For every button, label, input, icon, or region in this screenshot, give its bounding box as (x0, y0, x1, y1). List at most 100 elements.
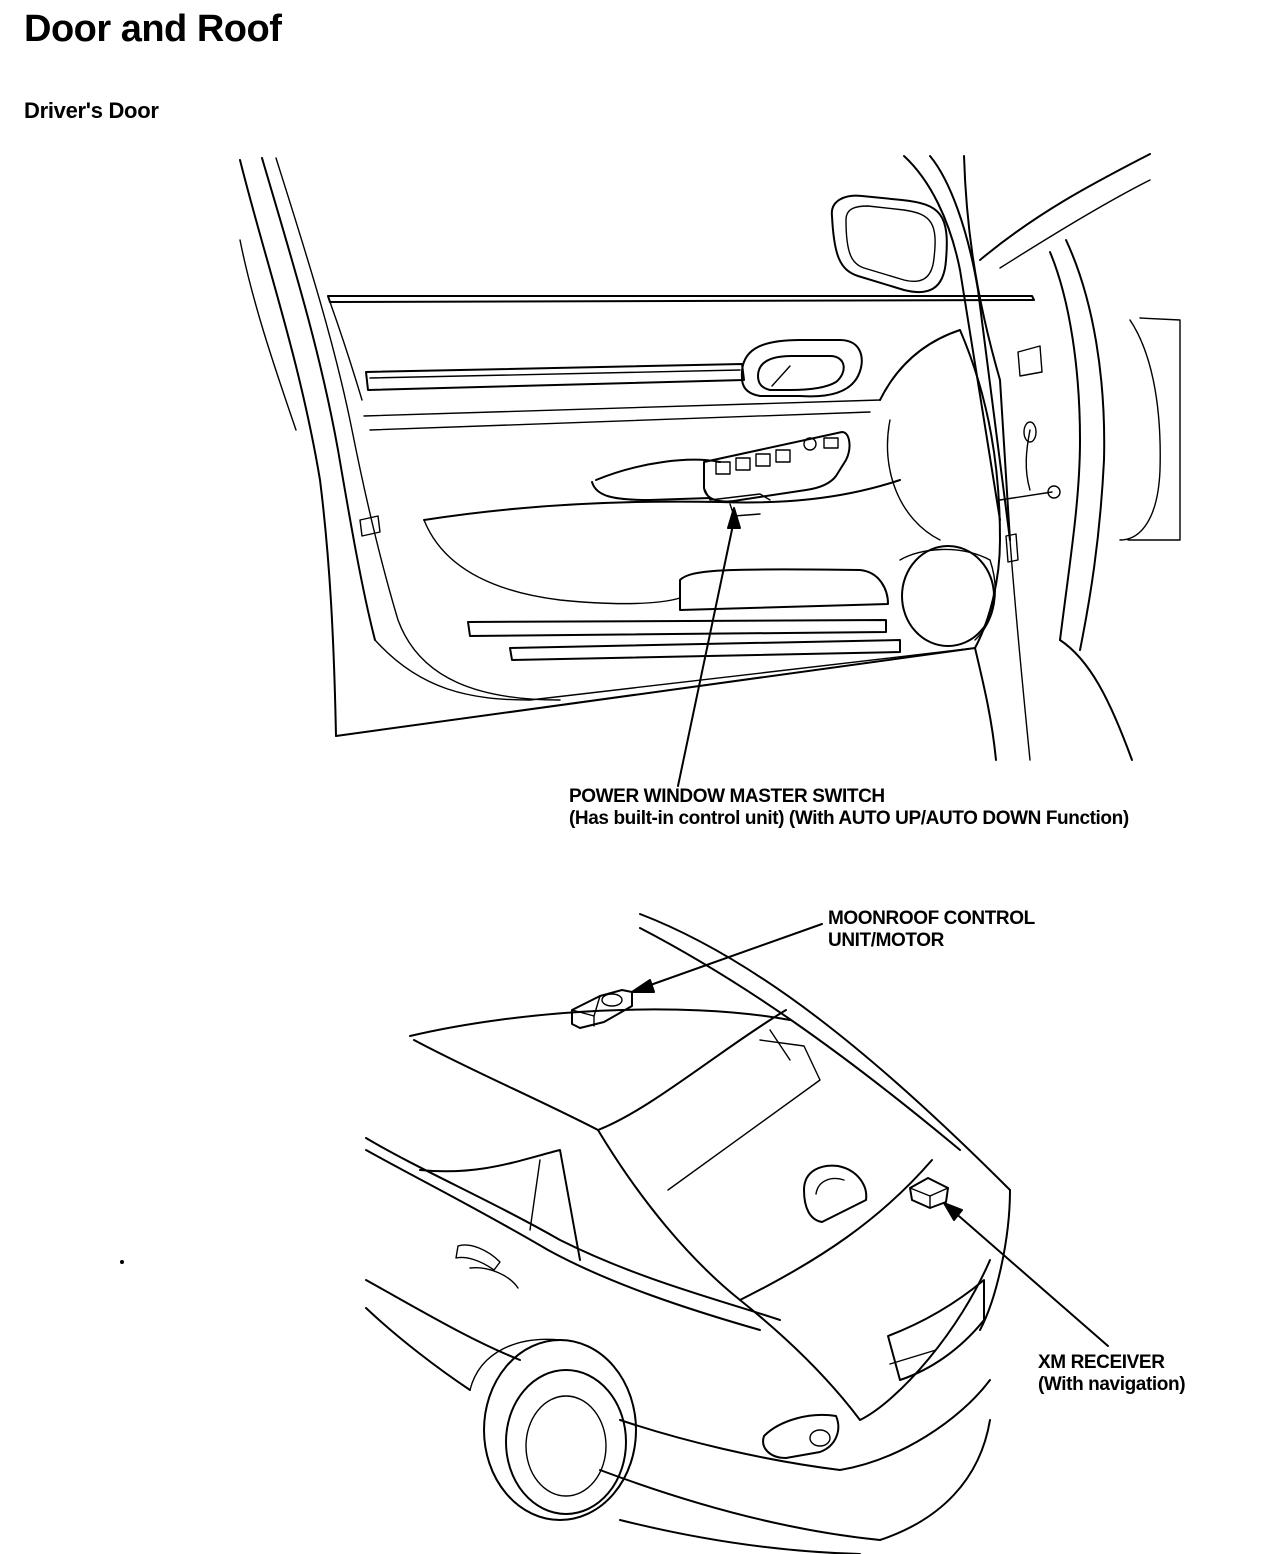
door-pocket (679, 568, 889, 611)
section-title: Driver's Door (24, 98, 159, 123)
roof-left-edge (413, 1039, 599, 1131)
power-window-master-switch-label: POWER WINDOW MASTER SWITCH (Has built-in… (569, 786, 1129, 830)
body-roof-line (979, 153, 1151, 261)
lower-hinge (1005, 533, 1019, 563)
body-lower-side (365, 1307, 471, 1391)
rear-bumper-lower (619, 1519, 861, 1554)
tail-light-right-inner (889, 1349, 937, 1365)
body-side-belt (365, 1149, 761, 1331)
door-bottom (335, 647, 976, 737)
rear-wheel-tire (505, 1369, 627, 1515)
door-clip (359, 515, 381, 537)
speaker-surround (899, 548, 996, 641)
windshield-top (409, 1008, 791, 1037)
door-check-wire (999, 491, 1053, 501)
power-window-label-line2: (Has built-in control unit) (With AUTO U… (569, 808, 1129, 829)
lock-switch (823, 437, 839, 449)
wire-harness (1025, 429, 1031, 491)
driver-door-illustration (239, 153, 1181, 761)
rear-glass-lower (597, 1129, 933, 1301)
roof-outer-line (639, 913, 1011, 1191)
door-bottom-inner (374, 639, 976, 701)
rear-door-handle-recess (469, 1267, 519, 1289)
xm-receiver-label: XM RECEIVER (With navigation) (1038, 1352, 1186, 1396)
moonroof-motor-gear (601, 993, 623, 1007)
a-pillar-3 (963, 155, 1011, 541)
bottom-trim-strip (509, 639, 901, 661)
xm-receiver-top (909, 1187, 949, 1197)
upper-trim-strip-inner (369, 369, 741, 379)
mirror-knob (803, 437, 817, 451)
door-panel-front-edge (879, 329, 1001, 649)
door-handle-lever (771, 365, 791, 387)
seat-edge (1127, 317, 1181, 541)
rear-door-line (365, 1279, 521, 1361)
window-switch-1 (715, 461, 731, 475)
door-hinge-line-2 (1009, 539, 1031, 761)
xm-receiver-arrowhead (943, 1202, 963, 1221)
door-frame-inner (261, 157, 376, 641)
armrest-top (595, 458, 721, 481)
page-title: Door and Roof (24, 8, 282, 50)
rear-brake-light (803, 1164, 868, 1223)
wire-grommet (1023, 421, 1037, 443)
mid-trim-line-2 (369, 411, 871, 431)
scan-dot (120, 1260, 124, 1264)
rear-glass-outline (597, 1009, 787, 1131)
c-pillar (529, 1159, 541, 1231)
rear-bumper-top (619, 1379, 991, 1471)
rear-door-handle (455, 1244, 501, 1271)
moonroof-arrowhead (631, 979, 655, 993)
rear-fender (469, 1338, 561, 1391)
side-mirror-inner (845, 205, 936, 283)
tail-light-right (887, 1279, 985, 1381)
sunroof-line (667, 1039, 821, 1191)
body-roof-line-2 (999, 179, 1151, 269)
b-pillar-inner (1065, 239, 1106, 651)
roof-inner-line (639, 927, 961, 1151)
sunroof-line-2 (769, 1029, 791, 1061)
rear-wheel-rim (525, 1395, 607, 1497)
power-window-arrowhead (727, 507, 741, 529)
window-switch-4 (775, 449, 791, 463)
door-frame-edge (239, 239, 297, 431)
door-sill-right (1059, 639, 1133, 761)
window-switch-2 (735, 457, 751, 471)
window-sill (327, 295, 1035, 303)
door-frame-outer (239, 159, 337, 737)
trunk-lid (739, 1259, 991, 1421)
seat-back (1119, 319, 1161, 541)
xm-receiver-box (909, 1177, 949, 1209)
rear-door-window (419, 1149, 581, 1261)
door-frame-inner-2 (275, 157, 561, 701)
armrest-body (591, 481, 711, 501)
car-roof-illustration (365, 913, 1011, 1554)
b-pillar-outer (1049, 251, 1081, 641)
xm-receiver-label-line2: (With navigation) (1038, 1374, 1186, 1395)
door-panel-front-inner (886, 419, 941, 541)
door-handle (757, 355, 845, 391)
armrest-lower-edge (423, 479, 901, 521)
power-window-leader-line (677, 519, 735, 787)
side-mirror (830, 194, 948, 294)
lower-trim-strip (467, 619, 887, 637)
moonroof-label-line2: UNIT/MOTOR (828, 930, 944, 951)
door-hinge-lines (974, 647, 997, 761)
upper-trim-strip (365, 363, 745, 391)
xm-receiver-leader-line (951, 1209, 1109, 1347)
moonroof-leader-line (641, 923, 823, 989)
door-handle-housing (740, 339, 863, 398)
xm-receiver-leader (943, 1202, 1109, 1347)
switch-panel-front (703, 487, 771, 501)
moonroof-label-line1: MOONROOF CONTROL (828, 908, 1035, 929)
mid-trim-line (363, 399, 881, 417)
trim-top-edge (329, 301, 363, 401)
body-side-upper (365, 1137, 781, 1321)
tail-light-left (762, 1414, 840, 1459)
rear-bumper (599, 1419, 991, 1541)
power-window-leader (677, 507, 741, 787)
trunk-side (979, 1189, 1011, 1331)
window-switch-3 (755, 453, 771, 467)
armrest-pocket (423, 519, 681, 605)
